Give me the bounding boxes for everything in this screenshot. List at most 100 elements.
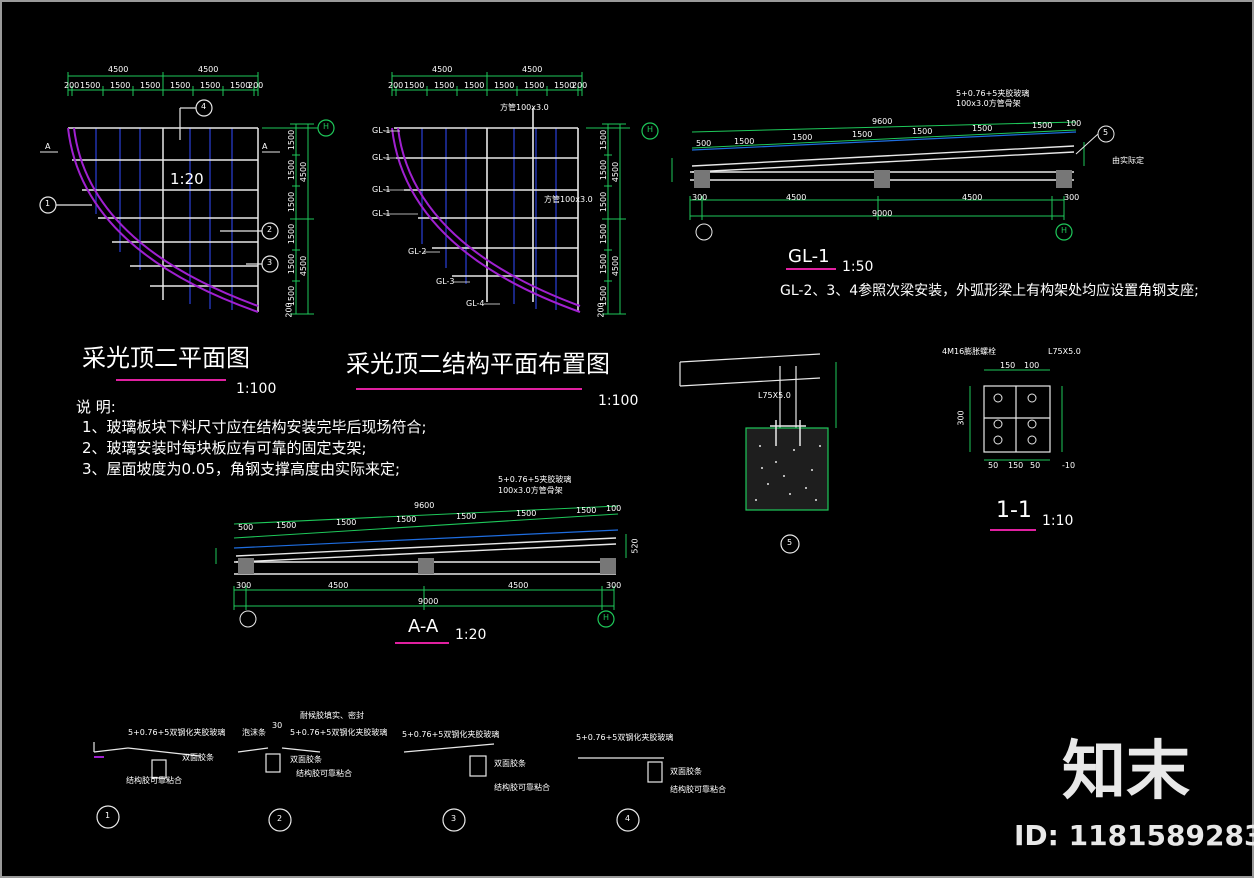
sec11-title: 1-1 <box>996 498 1032 523</box>
aa-axis-h-label: H <box>603 613 610 622</box>
aa-dim-part: 1500 <box>456 512 477 521</box>
sec11-dim: 50 <box>1030 461 1041 470</box>
struct-dim-part: 1500 <box>404 81 425 90</box>
aa-title-scale: 1:20 <box>455 627 487 643</box>
plan-callout-4: 4 <box>201 102 207 111</box>
gl1-rafter-label: 100x3.0方管骨架 <box>956 99 1021 108</box>
sec11-bolts <box>993 393 1037 445</box>
sec11-plate <box>983 385 1051 453</box>
structure-plan <box>384 72 659 315</box>
plan-dim-part: 1500 <box>200 81 221 90</box>
section-a-label-right: A <box>262 142 268 151</box>
detail5-concrete-hatch <box>755 445 821 501</box>
gl1-axis-circles <box>695 125 1115 241</box>
detail1-glue-label: 结构胶可靠粘合 <box>126 776 182 785</box>
detail-3-drawing <box>403 743 495 832</box>
detail5-angle-label: L75X5.0 <box>758 391 791 400</box>
gl1-elevation <box>671 121 1115 270</box>
aa-dim-total: 9600 <box>414 501 435 510</box>
structure-gl-leaders <box>384 130 500 305</box>
plan-callout-2: 2 <box>267 225 273 234</box>
detail2-foam-label: 泡沫条 <box>242 728 266 737</box>
detail5-anchor <box>770 420 806 446</box>
plan-callout-1: 1 <box>45 199 51 208</box>
aa-dim-part: 1500 <box>336 518 357 527</box>
gl1-dimensions <box>671 121 1085 220</box>
struct-dim-part: 1500 <box>524 81 545 90</box>
detail4-tape-label: 双面胶条 <box>670 767 702 776</box>
sec11-dim: 300 <box>956 410 966 426</box>
gl1-dim-part: 1500 <box>852 130 873 139</box>
plan-arc-beam <box>67 127 259 313</box>
plan-dim-part: 1500 <box>230 81 251 90</box>
plan-side-dim: 4500 <box>299 161 309 183</box>
detail2-tape-label: 双面胶条 <box>290 755 322 764</box>
plan-dim-part: 1500 <box>80 81 101 90</box>
gl1-dim-part: 500 <box>696 139 712 148</box>
gl1-by-site: 由实际定 <box>1112 156 1144 165</box>
sec11-dim: 50 <box>988 461 999 470</box>
detail2-glue-label: 结构胶可靠粘合 <box>296 769 352 778</box>
gl1-glass <box>691 131 1077 151</box>
plan-dim-part: 1500 <box>110 81 131 90</box>
aa-rafter-label: 100x3.0方管骨架 <box>498 486 563 495</box>
bottom-details <box>93 742 664 832</box>
aa-title: A-A <box>408 616 439 637</box>
detail3-glass-label: 5+0.76+5双钢化夹胶玻璃 <box>402 730 500 739</box>
detail3-glue-label: 结构胶可靠粘合 <box>494 783 550 792</box>
gl1-dim-part: 1500 <box>792 133 813 142</box>
gl1-title: GL-1 <box>788 246 830 267</box>
struct-side-dim: 4500 <box>611 161 621 183</box>
note-item: 3、屋面坡度为0.05，角钢支撑高度由实际来定; <box>82 460 400 478</box>
plan-dim-part: 1500 <box>170 81 191 90</box>
structure-title-scale: 1:100 <box>598 393 639 409</box>
plan-inner-scale: 1:20 <box>170 170 204 188</box>
aa-section <box>215 505 627 644</box>
note-item: 1、玻璃板块下料尺寸应在结构安装完毕后现场符合; <box>82 418 427 436</box>
plan-side-dim: 1500 <box>287 129 297 151</box>
sec11-dim: 100 <box>1024 361 1040 370</box>
aa-dim-part: 1500 <box>576 506 597 515</box>
aa-axis-h <box>597 610 615 628</box>
detail4-glass-label: 5+0.76+5双钢化夹胶玻璃 <box>576 733 674 742</box>
plan-view <box>39 72 335 315</box>
gl-label: GL-1 <box>372 185 391 194</box>
section-1-1 <box>969 369 1063 531</box>
plan-side-dimensions <box>262 123 318 315</box>
struct-dim-part: 1500 <box>434 81 455 90</box>
detail3-callout: 3 <box>451 814 457 823</box>
detail5-callout <box>780 534 800 554</box>
sec11-dim: 150 <box>1008 461 1024 470</box>
pipe-label-a: 方管100x3.0 <box>500 103 549 112</box>
plan-dim-total-1: 4500 <box>108 65 129 74</box>
gl1-span-total: 9000 <box>872 209 893 218</box>
plan-title-scale: 1:100 <box>236 381 277 397</box>
gl-label: GL-4 <box>466 299 485 308</box>
plan-frame <box>68 127 259 312</box>
aa-dimensions <box>215 505 627 610</box>
gl1-dim-part: 1500 <box>734 137 755 146</box>
structure-side-dimensions <box>586 123 630 315</box>
plan-axis-h <box>317 119 335 137</box>
sec11-dim: 150 <box>1000 361 1016 370</box>
struct-dim-part: 200 <box>572 81 588 90</box>
gl1-span-part: 4500 <box>962 193 983 202</box>
gl1-glass-label: 5+0.76+5夹胶玻璃 <box>956 89 1030 98</box>
struct-dim-part: 1500 <box>494 81 515 90</box>
struct-side-dim: 1500 <box>599 191 609 213</box>
aa-dim-part: 500 <box>238 523 254 532</box>
detail2-callout: 2 <box>277 814 283 823</box>
gl1-callout-5: 5 <box>1103 128 1109 137</box>
structure-title: 采光顶二结构平面布置图 <box>346 350 610 378</box>
sec11-title-scale: 1:10 <box>1042 513 1074 529</box>
gl1-supports <box>694 170 1072 188</box>
gl1-span-part: 300 <box>1064 193 1080 202</box>
structure-arc-beam <box>391 127 581 313</box>
note-item: 2、玻璃安装时每块板应有可靠的固定支架; <box>82 439 367 457</box>
struct-dim-total-1: 4500 <box>432 65 453 74</box>
detail-5 <box>679 353 837 554</box>
gl1-axis-h <box>1055 223 1073 241</box>
gl-label: GL-1 <box>372 153 391 162</box>
